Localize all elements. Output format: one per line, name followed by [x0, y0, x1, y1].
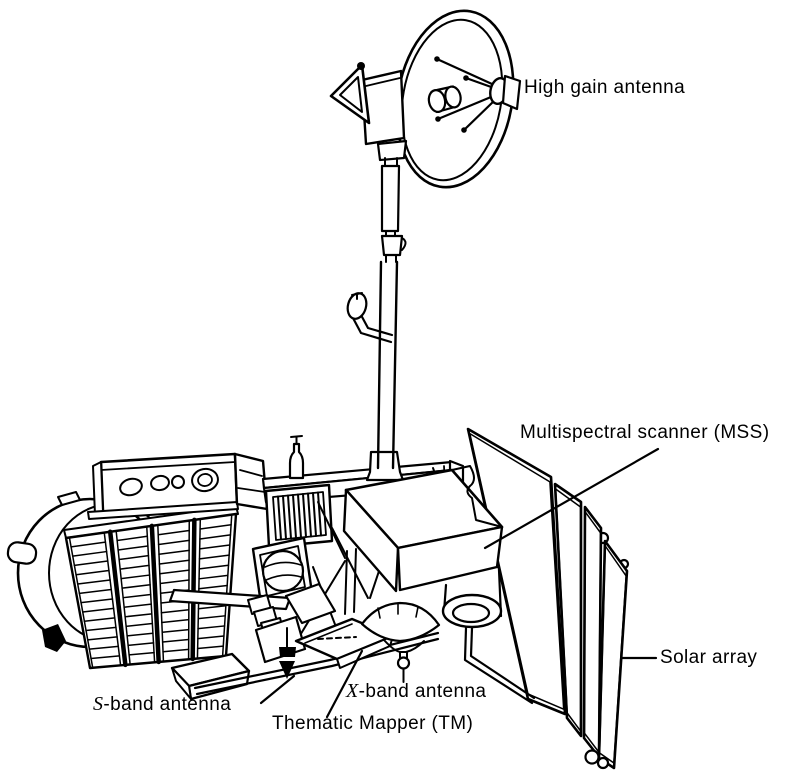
- array-hinge: [596, 756, 610, 770]
- louvered-radiator-panels: [63, 505, 239, 670]
- feed-struts: [435, 57, 497, 132]
- attitude-sensor-window: [251, 536, 314, 606]
- drum-foot: [42, 624, 66, 652]
- solar-panel: [466, 427, 567, 716]
- label-solar-array: Solar array: [660, 647, 758, 668]
- bottom-rail: [193, 631, 440, 696]
- label-s-band-antenna: S-band antenna: [93, 693, 231, 716]
- label-high-gain-antenna: High gain antenna: [524, 77, 686, 98]
- label-multispectral-scanner: Multispectral scanner (MSS): [520, 422, 770, 443]
- s-band-text: -band antenna: [103, 694, 232, 715]
- radiator-hatch-box: [264, 483, 334, 549]
- s-band-symbol: S: [93, 693, 104, 715]
- antenna-bracket: [329, 63, 371, 125]
- mast-foot: [365, 450, 405, 482]
- x-band-text: -band antenna: [358, 681, 487, 702]
- leader-lines: [259, 447, 660, 719]
- x-band-symbol: X: [346, 680, 359, 702]
- solar-panel: [597, 539, 629, 770]
- deck-cutout: [171, 475, 185, 489]
- label-x-band-antenna: X-band antenna: [346, 680, 486, 703]
- satellite-body-drawing: [6, 435, 504, 701]
- leader-line-s-band: [259, 674, 296, 705]
- baffle-fin: [284, 582, 337, 625]
- mast-joint: [380, 234, 404, 257]
- deck-omni-antenna: [288, 435, 305, 480]
- solar-array-drawing: [463, 427, 630, 770]
- x-band-antenna-drawing: [360, 601, 441, 683]
- leader-line-mss: [483, 447, 660, 550]
- solar-array-support-arm: [463, 626, 534, 705]
- deck-port: [191, 467, 219, 493]
- deck-cutout: [119, 477, 143, 497]
- sensor-ball: [261, 549, 305, 593]
- label-thematic-mapper: Thematic Mapper (TM): [272, 713, 474, 734]
- array-hinge: [584, 749, 600, 765]
- mast-omni-arm: [346, 292, 394, 344]
- solar-array-support-arm: [469, 626, 536, 700]
- antenna-mast-drawing: [346, 139, 408, 470]
- drum-nub: [6, 541, 38, 565]
- multispectral-scanner-drawing: [342, 465, 504, 629]
- s-band-antenna-drawing: [279, 627, 296, 679]
- leader-line-tm: [325, 649, 364, 719]
- high-gain-antenna-drawing: [329, 9, 522, 189]
- antenna-gimbal-box: [360, 69, 406, 146]
- deck-cutout: [150, 474, 170, 492]
- top-deck-band: [87, 452, 269, 520]
